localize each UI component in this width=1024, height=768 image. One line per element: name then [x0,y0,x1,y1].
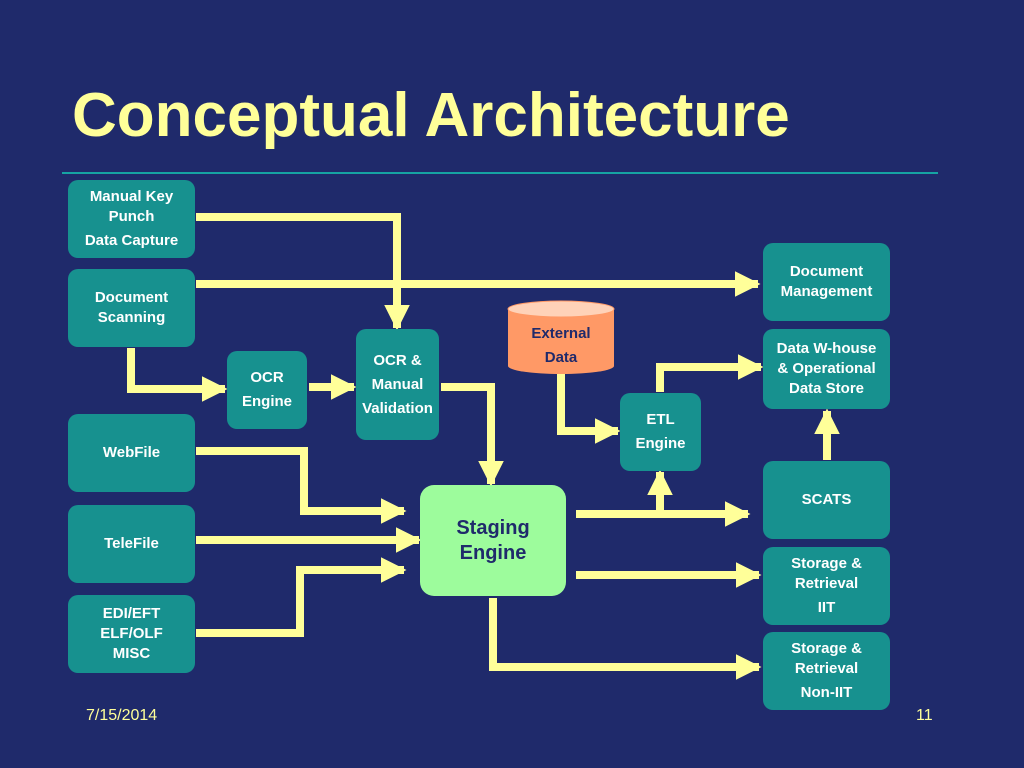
document-management-box: Document Management [763,243,890,321]
arrow-edi-to-staging [196,557,407,637]
storage-non-iit-line3: Non-IIT [800,684,853,701]
ocr-manual-line1: OCR & [373,351,422,369]
edi-eft-box: EDI/EFT ELF/OLF MISC [68,595,195,673]
ocr-manual-validation-box: OCR & Manual Validation [356,329,439,440]
arrow-webfile-to-staging [196,447,407,524]
ocr-manual-line2: Manual [371,375,424,393]
document-scanning-line2: Scanning [97,309,166,326]
etl-engine-line2: Engine [635,435,686,452]
arrow-ocr-manual-to-staging [441,383,504,487]
data-warehouse-line1: Data W-house [776,340,877,357]
storage-retrieval-iit-box: Storage & Retrieval IIT [763,547,890,625]
ocr-engine-box: OCR Engine [227,351,307,429]
manual-key-punch-line3: Data Capture [84,232,179,249]
edi-line2: ELF/OLF [100,625,163,642]
ocr-engine-line2: Engine [241,393,292,410]
etl-engine-line1: ETL [646,411,675,428]
scats-label: SCATS [801,491,852,508]
telefile-label: TeleFile [104,535,159,552]
slide-page-number: 11 [916,707,933,724]
manual-key-punch-line1: Manual Key [89,188,174,205]
staging-engine-line2: Engine [459,541,527,564]
arrow-scanning-to-ocr-engine [127,348,228,402]
storage-iit-line3: IIT [817,599,836,616]
webfile-label: WebFile [102,444,161,461]
etl-engine-box: ETL Engine [620,393,701,471]
external-data-line2: Data [544,349,578,366]
external-data-cylinder [507,300,615,374]
arrow-staging-to-storage-non-iit [489,598,762,680]
arrow-external-to-etl [557,374,621,444]
storage-non-iit-line2: Retrieval [794,660,859,677]
storage-iit-line1: Storage & [791,555,862,572]
storage-non-iit-line1: Storage & [791,640,862,657]
slide-date: 7/15/2014 [86,707,158,724]
manual-key-punch-box: Manual Key Punch Data Capture [68,180,195,258]
title-divider [62,172,938,174]
staging-engine-line1: Staging [456,516,530,539]
document-scanning-line1: Document [94,289,169,306]
staging-engine-box: Staging Engine [420,485,566,596]
arrow-keypunch-to-ocr-manual [196,213,410,331]
slide-title: Conceptual Architecture [72,81,790,150]
external-data-label: External Data [508,318,614,374]
manual-key-punch-line2: Punch [108,208,155,225]
storage-retrieval-non-iit-box: Storage & Retrieval Non-IIT [763,632,890,710]
data-warehouse-line2: & Operational [777,360,876,377]
edi-line1: EDI/EFT [102,605,161,622]
telefile-box: TeleFile [68,505,195,583]
data-warehouse-line3: Data Store [788,380,865,397]
webfile-box: WebFile [68,414,195,492]
storage-iit-line2: Retrieval [794,575,859,592]
document-management-line2: Management [780,283,873,300]
scats-box: SCATS [763,461,890,539]
ocr-engine-line1: OCR [250,369,284,386]
ocr-manual-line3: Validation [362,399,433,417]
data-warehouse-box: Data W-house & Operational Data Store [763,329,890,409]
document-scanning-box: Document Scanning [68,269,195,347]
external-data-line1: External [531,325,591,342]
edi-line3: MISC [112,645,151,662]
document-management-line1: Document [789,263,864,280]
arrow-etl-to-data-warehouse [656,354,764,392]
